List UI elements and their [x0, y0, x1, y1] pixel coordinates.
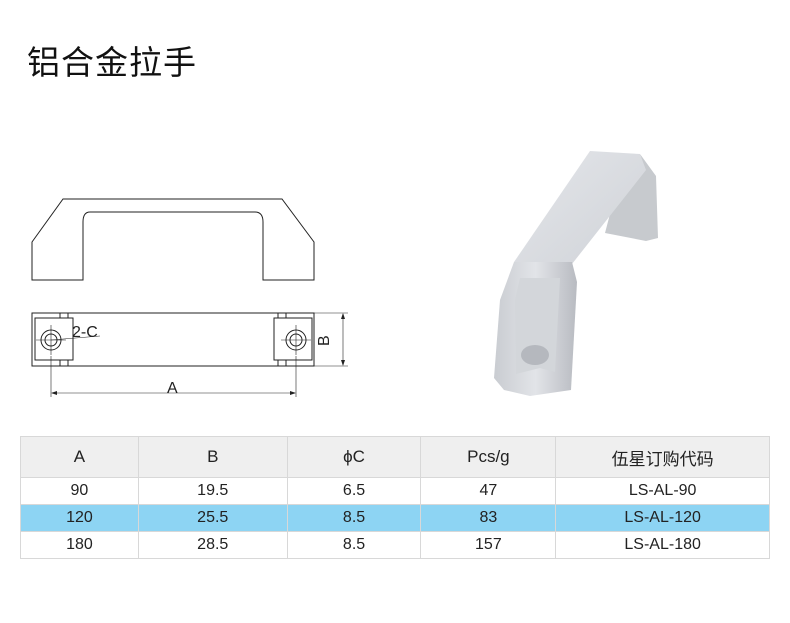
- cell: 180: [20, 531, 139, 559]
- header-weight: Pcs/g: [420, 436, 557, 478]
- dimension-a-label: A: [167, 380, 178, 397]
- cell: 83: [420, 504, 557, 532]
- cell: LS-AL-120: [555, 504, 770, 532]
- handle-top-view: [31, 312, 315, 367]
- dimension-b-label: B: [316, 335, 333, 346]
- table-row-highlighted: 120 25.5 8.5 83 LS-AL-120: [20, 504, 770, 532]
- header-a: A: [20, 436, 139, 478]
- table-row: 90 19.5 6.5 47 LS-AL-90: [20, 477, 770, 505]
- cell: LS-AL-90: [555, 477, 770, 505]
- table-header-row: A B ϕC Pcs/g 伍星订购代码: [20, 436, 770, 478]
- page-title: 铝合金拉手: [27, 43, 197, 82]
- spec-table: A B ϕC Pcs/g 伍星订购代码 90 19.5 6.5 47 LS-AL…: [20, 436, 770, 559]
- table-row: 180 28.5 8.5 157 LS-AL-180: [20, 531, 770, 559]
- hole-label: 2-C: [72, 324, 98, 341]
- cell: 19.5: [137, 477, 288, 505]
- cell: 6.5: [286, 477, 422, 505]
- cell: 90: [20, 477, 139, 505]
- cell: 8.5: [286, 531, 422, 559]
- cell: 8.5: [286, 504, 422, 532]
- cell: 47: [420, 477, 557, 505]
- cell: 25.5: [137, 504, 288, 532]
- header-order-code: 伍星订购代码: [555, 436, 770, 478]
- product-photo: [494, 151, 658, 396]
- technical-drawing: 2-C A B: [31, 198, 348, 397]
- header-c: ϕC: [286, 436, 422, 478]
- cell: 120: [20, 504, 139, 532]
- cell: 157: [420, 531, 557, 559]
- handle-side-view: [31, 198, 315, 281]
- header-b: B: [137, 436, 288, 478]
- dimension-lines: [50, 312, 348, 397]
- cell: 28.5: [137, 531, 288, 559]
- cell: LS-AL-180: [555, 531, 770, 559]
